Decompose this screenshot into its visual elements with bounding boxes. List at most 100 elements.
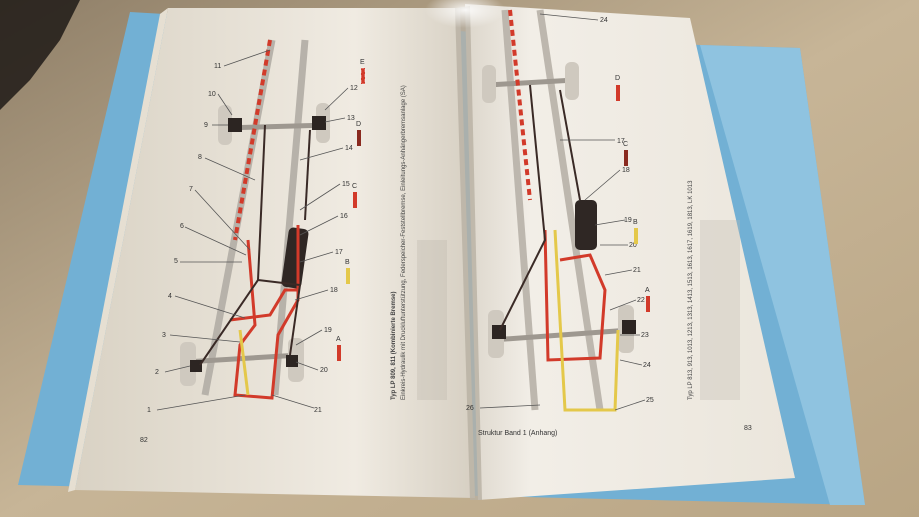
right-callout-25: 25 (646, 397, 654, 404)
right-brake-diagram: 24 17 18 19 20 21 22 23 24 25 26 D C B A… (466, 9, 752, 437)
right-frame-rail-left (501, 9, 539, 411)
right-legend-letter-c: C (623, 141, 628, 148)
right-callout-26: 26 (466, 405, 474, 412)
legend-swatch-e (360, 67, 366, 85)
right-callouts: 24 17 18 19 20 21 22 23 24 25 26 (466, 17, 654, 412)
left-brake-diagram: 1 2 3 4 5 6 7 8 9 10 11 12 13 14 15 16 1… (140, 39, 447, 444)
right-brake-unit-rr (622, 320, 636, 334)
right-legend-swatch-b (634, 228, 638, 244)
right-page (465, 4, 795, 500)
right-legend-swatch-d (616, 85, 620, 101)
right-legend: D C B A (615, 75, 650, 312)
callout-16: 16 (340, 213, 348, 220)
left-page-subtitle: Einkreis-Hydraulik mit Druckluftunterstü… (401, 85, 407, 400)
left-legend: E D C B A (336, 59, 366, 361)
right-red-line (543, 229, 607, 362)
right-legend-text-block (700, 220, 740, 400)
right-yellow-line (553, 229, 620, 412)
right-type-label: Typ LP 813, 913, 1013, 1213, 1313, 1413,… (688, 180, 694, 400)
left-caption-block: Typ LP 809, 811 (Kombinierte Bremse) Ein… (391, 85, 447, 400)
air-tank (281, 227, 309, 289)
red-line-main (233, 225, 300, 400)
left-page-title: Typ LP 809, 811 (Kombinierte Bremse) (391, 292, 397, 401)
callout-21: 21 (314, 407, 322, 414)
callout-15: 15 (342, 181, 350, 188)
callout-17: 17 (335, 249, 343, 256)
right-trailer-line (508, 9, 532, 201)
right-legend-letter-b: B (633, 219, 638, 226)
leader-lines-right (479, 13, 646, 411)
dark-line-3 (304, 129, 311, 221)
right-callout-21: 21 (633, 267, 641, 274)
callout-11: 11 (214, 63, 221, 70)
callout-18: 18 (330, 287, 338, 294)
legend-letter-a: A (336, 336, 341, 343)
leader-lines-left (156, 49, 349, 411)
brake-unit-rr (286, 355, 298, 367)
gutter-shadow (455, 6, 482, 500)
right-callout-18: 18 (622, 167, 630, 174)
legend-swatch-b (346, 268, 350, 284)
callout-3: 3 (162, 332, 166, 339)
right-caption-block: Typ LP 813, 913, 1013, 1213, 1313, 1413,… (688, 180, 740, 400)
left-legend-text-block (417, 240, 447, 400)
callout-6: 6 (180, 223, 184, 230)
right-page-number: 83 (744, 425, 752, 432)
right-callout-20: 20 (629, 242, 637, 249)
right-air-tank (575, 200, 597, 250)
callout-12: 12 (350, 85, 358, 92)
legend-swatch-d (357, 130, 361, 146)
wheel-rear-left (180, 342, 196, 386)
right-callout-19: 19 (624, 217, 632, 224)
right-wheel-fl (482, 65, 496, 103)
mug-shadow (0, 0, 80, 110)
light-glare (425, 0, 505, 28)
right-front-axle (487, 77, 576, 88)
right-dark-line (499, 84, 547, 331)
trailer-line (233, 39, 272, 241)
right-callout-top: 24 (600, 17, 608, 24)
right-callout-24: 24 (643, 362, 651, 369)
legend-swatch-a (337, 345, 341, 361)
right-brake-unit-rl (492, 325, 506, 339)
right-legend-swatch-c (624, 150, 628, 166)
red-line-loop (229, 288, 300, 322)
callout-13: 13 (347, 115, 355, 122)
callout-1: 1 (147, 407, 151, 414)
right-legend-letter-d: D (615, 75, 620, 82)
legend-letter-d: D (356, 121, 361, 128)
callout-10: 10 (208, 91, 216, 98)
callout-2: 2 (155, 369, 159, 376)
brake-unit-fl (228, 118, 242, 132)
legend-letter-b: B (345, 259, 350, 266)
left-callouts: 1 2 3 4 5 6 7 8 9 10 11 12 13 14 15 16 1… (147, 63, 358, 414)
legend-letter-e: E (360, 59, 365, 66)
right-page-footer: Struktur Band 1 (Anhang) (478, 430, 557, 437)
callout-7: 7 (189, 186, 193, 193)
right-callout-23: 23 (641, 332, 649, 339)
blue-folder-edge (700, 45, 865, 505)
brake-unit-fr (312, 116, 326, 130)
right-frame-rail-right (536, 9, 604, 411)
right-legend-letter-a: A (645, 287, 650, 294)
left-page-stack (68, 8, 168, 492)
brake-unit-rl (190, 360, 202, 372)
right-dark-line-2 (559, 89, 581, 201)
frame-rail-right (271, 39, 309, 396)
yellow-line (238, 329, 250, 396)
right-callout-17: 17 (617, 138, 625, 145)
right-callout-22: 22 (637, 297, 645, 304)
legend-letter-c: C (352, 183, 357, 190)
right-wheel-fr (565, 62, 579, 100)
callout-5: 5 (174, 258, 178, 265)
dark-line-2 (257, 279, 302, 356)
right-legend-swatch-a (646, 296, 650, 312)
left-page (75, 8, 475, 498)
callout-20: 20 (320, 367, 328, 374)
legend-swatch-c (353, 192, 357, 208)
callout-19: 19 (324, 327, 332, 334)
callout-4: 4 (168, 293, 172, 300)
left-page-number: 82 (140, 437, 148, 444)
callout-8: 8 (198, 154, 202, 161)
